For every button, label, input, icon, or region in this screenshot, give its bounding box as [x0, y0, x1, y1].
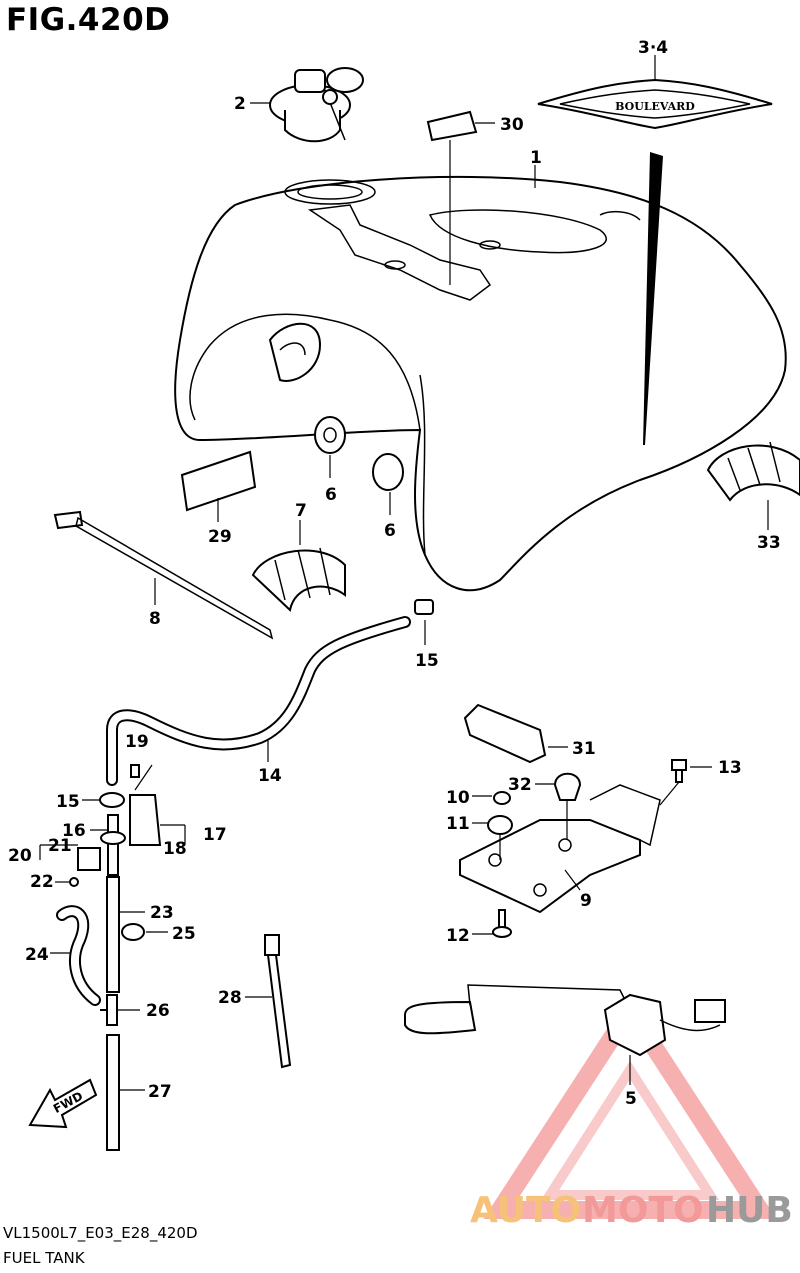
boulevard-emblem: BOULEVARD	[537, 55, 773, 130]
clamp-15-top	[414, 599, 434, 645]
callout-28: 28	[218, 988, 242, 1008]
cable-tie-28	[245, 934, 292, 1069]
callout-10: 10	[446, 788, 470, 808]
callout-30: 30	[500, 115, 524, 135]
callout-32: 32	[508, 775, 532, 795]
callout-16: 16	[62, 821, 86, 841]
callout-8: 8	[149, 609, 161, 629]
cushion-6a	[314, 416, 346, 478]
callout-14: 14	[258, 766, 282, 786]
callout-33: 33	[757, 533, 781, 553]
callout-19: 19	[125, 732, 149, 752]
hose-24	[50, 905, 101, 1006]
watermark-triangle	[483, 993, 777, 1219]
pad-31	[463, 703, 568, 764]
hose-27	[106, 1034, 145, 1151]
watermark-part1: AUTO	[470, 1190, 581, 1231]
footer-figure-name: FUEL TANK	[3, 1249, 85, 1267]
callout-25: 25	[172, 924, 196, 944]
callout-18: 18	[163, 839, 187, 859]
breather-hose-14	[106, 616, 411, 786]
callout-31: 31	[572, 739, 596, 759]
callout-21: 21	[48, 836, 72, 856]
callout-11: 11	[446, 814, 470, 834]
cap-25	[121, 923, 168, 941]
callout-15b: 15	[56, 792, 80, 812]
cable-tie-8	[53, 510, 274, 640]
callout-13: 13	[718, 758, 742, 778]
caution-label-30	[426, 110, 495, 285]
callout-29: 29	[208, 527, 232, 547]
hose-23	[106, 876, 145, 993]
bolt-13	[659, 759, 712, 806]
fuel-tank	[174, 152, 787, 592]
callout-6a: 6	[325, 485, 337, 505]
callout-12: 12	[446, 926, 470, 946]
collar-10	[472, 791, 511, 805]
callout-20: 20	[8, 846, 32, 866]
bolt-12	[472, 909, 512, 938]
callout-24: 24	[25, 945, 49, 965]
watermark-part2: MOTO	[582, 1190, 704, 1231]
callout-15a: 15	[415, 651, 439, 671]
callout-7: 7	[295, 501, 307, 521]
joint-26	[100, 994, 140, 1026]
footer-model-code: VL1500L7_E03_E28_420D	[3, 1224, 198, 1242]
fwd-arrow-icon: FWD	[28, 1078, 98, 1129]
damper-32	[535, 772, 582, 840]
callout-22: 22	[30, 872, 54, 892]
emblem-text: BOULEVARD	[615, 100, 695, 113]
callout-6b: 6	[384, 521, 396, 541]
cushion-6b	[372, 453, 404, 515]
callout-27: 27	[148, 1082, 172, 1102]
callout-2: 2	[234, 94, 246, 114]
callout-23: 23	[150, 903, 174, 923]
cushion-33	[706, 441, 800, 530]
fuel-cap	[250, 67, 364, 143]
fuel-level-gauge-5	[404, 984, 726, 1085]
label-29	[180, 450, 257, 522]
watermark-part3: HUB	[706, 1190, 793, 1231]
valve-assembly	[39, 764, 186, 887]
watermark-logo: AUTO MOTO HUB	[470, 1190, 793, 1231]
callout-3-4: 3·4	[638, 38, 668, 58]
bracket-9	[459, 784, 661, 914]
grommet-11	[472, 815, 513, 860]
callout-1: 1	[530, 148, 542, 168]
figure-title: FIG.420D	[6, 2, 171, 38]
callout-26: 26	[146, 1001, 170, 1021]
callout-17: 17	[203, 825, 227, 845]
callout-5: 5	[625, 1089, 637, 1109]
cushion-7	[251, 520, 346, 612]
callout-9: 9	[580, 891, 592, 911]
